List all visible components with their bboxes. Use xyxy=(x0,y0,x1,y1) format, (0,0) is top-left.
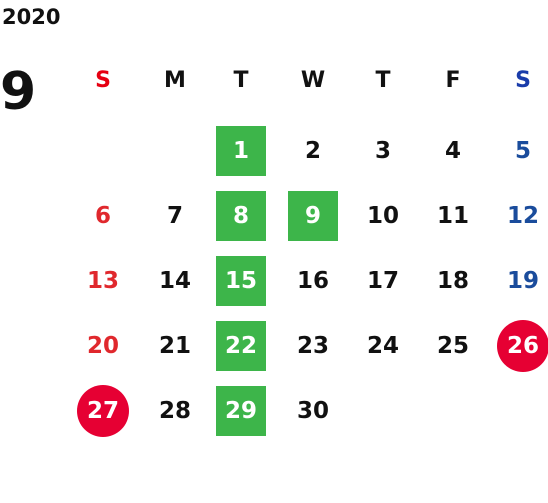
day-number: 16 xyxy=(296,268,329,294)
day-number: 21 xyxy=(158,333,191,359)
day-number: 19 xyxy=(506,268,539,294)
day-cell[interactable]: 1 xyxy=(211,125,271,177)
day-number: 12 xyxy=(506,203,539,229)
day-cell[interactable]: 14 xyxy=(145,255,205,307)
day-cell[interactable]: 7 xyxy=(145,190,205,242)
day-number: 22 xyxy=(224,333,257,359)
day-number: 4 xyxy=(444,138,461,164)
day-number: 6 xyxy=(94,203,111,229)
day-number: 23 xyxy=(296,333,329,359)
day-number: 28 xyxy=(158,398,191,424)
day-number: 25 xyxy=(436,333,469,359)
day-cell[interactable]: 13 xyxy=(73,255,133,307)
day-cell[interactable]: 17 xyxy=(353,255,413,307)
day-number: 2 xyxy=(304,138,321,164)
day-cell[interactable]: 19 xyxy=(493,255,548,307)
day-cell[interactable]: 15 xyxy=(211,255,271,307)
day-number: 5 xyxy=(514,138,531,164)
day-cell[interactable]: 29 xyxy=(211,385,271,437)
day-cell[interactable]: 12 xyxy=(493,190,548,242)
day-number: 11 xyxy=(436,203,469,229)
day-cell[interactable]: 16 xyxy=(283,255,343,307)
day-cell[interactable]: 30 xyxy=(283,385,343,437)
highlight-square: 1 xyxy=(216,126,266,176)
day-cell[interactable]: 25 xyxy=(423,320,483,372)
day-cell[interactable]: 4 xyxy=(423,125,483,177)
day-cell[interactable]: 21 xyxy=(145,320,205,372)
day-number: 1 xyxy=(232,138,249,164)
weekday-header-sat: S xyxy=(515,68,531,93)
day-number: 3 xyxy=(374,138,391,164)
day-cell[interactable]: 24 xyxy=(353,320,413,372)
day-number: 8 xyxy=(232,203,249,229)
highlight-square: 8 xyxy=(216,191,266,241)
day-number: 20 xyxy=(86,333,119,359)
day-number: 10 xyxy=(366,203,399,229)
day-cell[interactable]: 6 xyxy=(73,190,133,242)
day-number: 18 xyxy=(436,268,469,294)
day-cell[interactable]: 9 xyxy=(283,190,343,242)
month-number: 9 xyxy=(0,62,37,122)
weekday-header-mon: M xyxy=(164,68,186,93)
highlight-square: 15 xyxy=(216,256,266,306)
highlight-circle: 27 xyxy=(77,385,129,437)
day-cell[interactable]: 28 xyxy=(145,385,205,437)
weekday-header-thu: T xyxy=(375,68,391,93)
day-cell[interactable]: 27 xyxy=(73,385,133,437)
weekday-header-sun: S xyxy=(95,68,111,93)
day-cell[interactable]: 23 xyxy=(283,320,343,372)
weekday-header-fri: F xyxy=(445,68,461,93)
day-number: 15 xyxy=(224,268,257,294)
day-cell[interactable]: 2 xyxy=(283,125,343,177)
day-number: 30 xyxy=(296,398,329,424)
day-number: 7 xyxy=(166,203,183,229)
weekday-header-wed: W xyxy=(300,68,326,93)
day-number: 27 xyxy=(86,398,119,424)
highlight-square: 22 xyxy=(216,321,266,371)
day-number: 26 xyxy=(506,333,539,359)
day-cell[interactable]: 11 xyxy=(423,190,483,242)
day-number: 24 xyxy=(366,333,399,359)
day-cell[interactable]: 8 xyxy=(211,190,271,242)
day-cell[interactable]: 10 xyxy=(353,190,413,242)
day-cell[interactable]: 26 xyxy=(493,320,548,372)
day-cell[interactable]: 20 xyxy=(73,320,133,372)
day-cell[interactable]: 18 xyxy=(423,255,483,307)
day-number: 29 xyxy=(224,398,257,424)
day-number: 17 xyxy=(366,268,399,294)
day-cell[interactable]: 22 xyxy=(211,320,271,372)
highlight-circle: 26 xyxy=(497,320,548,372)
day-cell[interactable]: 5 xyxy=(493,125,548,177)
day-number: 13 xyxy=(86,268,119,294)
day-number: 9 xyxy=(304,203,321,229)
day-number: 14 xyxy=(158,268,191,294)
weekday-header-tue: T xyxy=(233,68,249,93)
highlight-square: 29 xyxy=(216,386,266,436)
day-cell[interactable]: 3 xyxy=(353,125,413,177)
year-label: 2020 xyxy=(2,5,61,29)
highlight-square: 9 xyxy=(288,191,338,241)
